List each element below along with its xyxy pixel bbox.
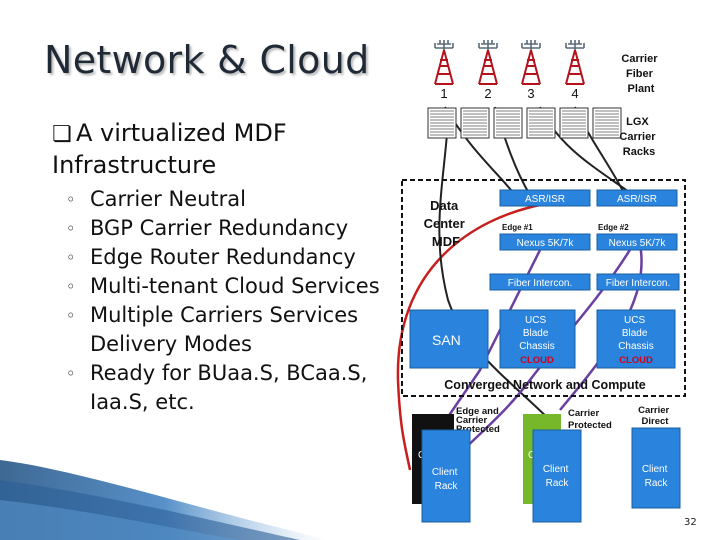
edge2-label: Edge #2 [598, 223, 629, 232]
tower-icon [478, 39, 498, 85]
rack-icon [460, 107, 490, 139]
network-diagram: 1 2 3 4 Carrier Fiber Plant LGX Carrier … [396, 39, 686, 523]
client-rack-c [631, 427, 681, 509]
svg-text:ASR/ISR: ASR/ISR [617, 194, 657, 205]
circle-bullet-icon: ◦ [66, 277, 76, 296]
sub-bullet: ◦Multi-tenant Cloud Services [66, 272, 386, 301]
edge1-label: Edge #1 [502, 223, 533, 232]
tower-icon [434, 39, 454, 85]
carrier-fiber-plant-label: Carrier Fiber Plant [621, 53, 660, 95]
svg-text:C: C [528, 450, 535, 461]
tower-number: 2 [484, 86, 491, 101]
edge-carrier-protected-label: Edge and Carrier Protected [456, 406, 501, 435]
data-center-mdf-label: Data Center MDF [424, 198, 469, 249]
svg-text:Client Rack: Client Rack [642, 464, 670, 489]
page-number: 32 [684, 517, 697, 528]
svg-text:SAN: SAN [432, 332, 461, 348]
slide-title: Network & Cloud [44, 38, 370, 82]
rack-icon [559, 107, 589, 139]
san-box [409, 309, 489, 369]
client-rack-a [421, 429, 471, 523]
sub-bullet: ◦Carrier Neutral [66, 185, 386, 214]
circle-bullet-icon: ◦ [66, 190, 76, 209]
sub-bullet-list: ◦Carrier Neutral ◦BGP Carrier Redundancy… [66, 185, 386, 417]
rack-icon [427, 107, 457, 139]
svg-text:UCS Blade Chassis: UCS Blade Chassis [519, 315, 555, 352]
asr-box-right [596, 189, 678, 207]
fiber-intercon-right [596, 273, 680, 291]
sub-bullet: ◦Edge Router Redundancy [66, 243, 386, 272]
tower-number: 4 [571, 86, 578, 101]
lgx-carrier-racks-label: LGX Carrier Racks [619, 116, 658, 158]
bullet-box-icon: ❏ [52, 122, 72, 147]
nexus-box-left [499, 233, 591, 251]
svg-text:ASR/ISR: ASR/ISR [525, 194, 565, 205]
svg-text:Fiber Intercon.: Fiber Intercon. [606, 278, 670, 289]
tower-icon [565, 39, 585, 85]
svg-text:Nexus 5K/7k: Nexus 5K/7k [517, 238, 575, 249]
rack-icon [493, 107, 523, 139]
converged-label: Converged Network and Compute [444, 378, 645, 392]
client-rack-b [532, 429, 582, 523]
rack-icon [592, 107, 622, 139]
tower-icon [521, 39, 541, 85]
rack-icon [526, 107, 556, 139]
circle-bullet-icon: ◦ [66, 306, 76, 325]
sub-bullet: ◦BGP Carrier Redundancy [66, 214, 386, 243]
data-center-boundary [401, 179, 686, 397]
tower-number: 1 [440, 86, 447, 101]
decorative-swoosh [0, 460, 330, 540]
ucs-box-right [596, 309, 676, 369]
sub-bullet: ◦Ready for BUaa.S, BCaa.S, Iaa.S, etc. [66, 361, 368, 414]
svg-text:Client Rack: Client Rack [543, 464, 571, 489]
carrier-protected-label: Carrier Protected [568, 408, 612, 431]
circle-bullet-icon: ◦ [66, 364, 76, 383]
fiber-intercon-left [489, 273, 591, 291]
ucs-box-mid [499, 309, 576, 369]
circle-bullet-icon: ◦ [66, 248, 76, 267]
nexus-box-right [596, 233, 678, 251]
asr-box-left [499, 189, 591, 207]
main-bullet: ❏A virtualized MDF Infrastructure [52, 118, 382, 180]
circle-bullet-icon: ◦ [66, 219, 76, 238]
svg-text:Nexus 5K/7k: Nexus 5K/7k [609, 238, 667, 249]
svg-text:UCS Blade Chassis: UCS Blade Chassis [618, 315, 654, 352]
svg-text:Client Rack: Client Rack [432, 467, 460, 492]
cable-black [438, 107, 556, 426]
tower-number: 3 [527, 86, 534, 101]
cloud-label: CLOUD [619, 355, 653, 366]
main-bullet-text: A virtualized MDF Infrastructure [52, 119, 287, 179]
cloud-label: CLOUD [520, 355, 554, 366]
carrier-direct-label: Carrier Direct [638, 405, 672, 427]
sub-bullet: ◦Multiple Carriers Services Delivery Mod… [66, 303, 359, 356]
svg-text:Fiber Intercon.: Fiber Intercon. [508, 278, 572, 289]
